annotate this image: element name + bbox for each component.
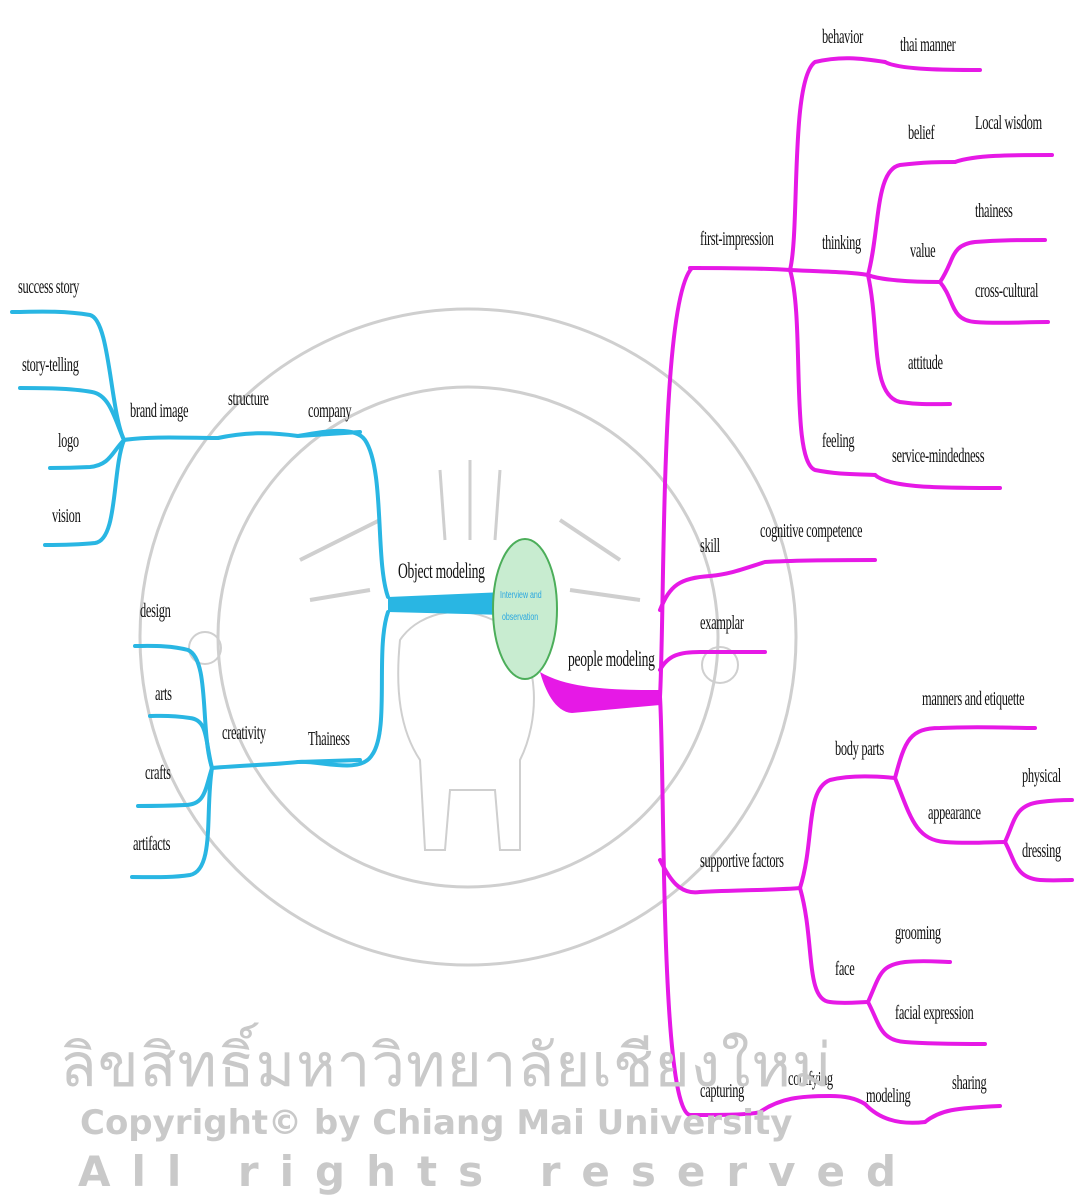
label-vision: vision (52, 505, 81, 527)
label-facial-expression: facial expression (895, 1002, 974, 1024)
label-arts: arts (155, 683, 172, 705)
label-sharing: sharing (952, 1072, 987, 1094)
label-object-modeling: Object modeling (398, 558, 485, 583)
label-physical: physical (1022, 765, 1061, 787)
label-crafts: crafts (145, 762, 171, 784)
label-capturing: capturing (700, 1080, 745, 1102)
label-first-impression: first-impression (700, 228, 774, 250)
label-value: value (910, 240, 936, 262)
label-attitude: attitude (908, 352, 943, 374)
label-examplar: examplar (700, 612, 744, 634)
label-grooming: grooming (895, 922, 941, 944)
label-thai-manner: thai manner (900, 34, 956, 56)
label-modeling: modeling (866, 1085, 911, 1107)
watermark-rights: All rights reserved (78, 1147, 918, 1196)
label-artifacts: artifacts (133, 833, 171, 855)
label-company: company (308, 400, 352, 422)
label-logo: logo (58, 430, 79, 452)
center-line-1: Interview and (500, 590, 542, 601)
label-local-wisdom: Local wisdom (975, 112, 1042, 134)
label-story-telling: story-telling (22, 354, 79, 376)
label-cross-cultural: cross-cultural (975, 280, 1039, 302)
people-modeling-branch (540, 56, 1074, 1125)
label-thainess-left: Thainess (308, 728, 350, 750)
label-supportive-factors: supportive factors (700, 850, 784, 872)
object-modeling-branch (10, 309, 505, 880)
label-success-story: success story (18, 276, 80, 298)
center-line-2: observation (502, 612, 539, 623)
label-service-mindedness: service-mindedness (892, 445, 985, 467)
university-seal-watermark (138, 307, 798, 967)
watermark-copyright: Copyright© by Chiang Mai University (80, 1103, 793, 1143)
watermark-thai: ลิขสิทธิ์มหาวิทยาลัยเชียงใหม่ (60, 1031, 833, 1101)
label-behavior: behavior (822, 26, 863, 48)
label-thainess-right: thainess (975, 200, 1013, 222)
center-node (492, 538, 558, 680)
label-brand-image: brand image (130, 400, 189, 422)
label-manners-etiquette: manners and etiquette (922, 688, 1025, 710)
people-modeling-connector (540, 672, 660, 713)
label-design: design (140, 600, 171, 622)
label-creativity: creativity (222, 722, 266, 744)
label-belief: belief (908, 122, 935, 144)
label-appearance: appearance (928, 802, 981, 824)
label-feeling: feeling (822, 430, 855, 452)
label-dressing: dressing (1022, 840, 1061, 862)
label-people-modeling: people modeling (568, 646, 655, 671)
object-modeling-connector (388, 592, 505, 615)
label-skill: skill (700, 535, 720, 557)
label-structure: structure (228, 388, 269, 410)
label-face: face (835, 958, 855, 980)
label-cognitive-competence: cognitive competence (760, 520, 863, 542)
label-codifying: codifying (788, 1068, 833, 1090)
label-thinking: thinking (822, 232, 861, 254)
label-body-parts: body parts (835, 738, 884, 760)
